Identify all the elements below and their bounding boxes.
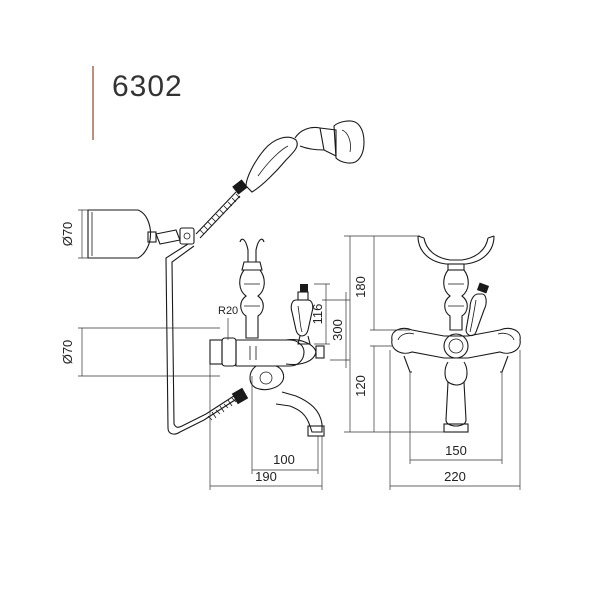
hand-shower-handle xyxy=(232,136,298,195)
label-spout-diameter: Ø70 xyxy=(60,340,75,365)
side-view: Ø70 Ø70 R20 116 300 xyxy=(60,120,365,490)
dim-cradle-height xyxy=(370,235,420,331)
label-front-width: 150 xyxy=(445,443,467,458)
lever-handle xyxy=(290,284,314,345)
model-number: 6302 xyxy=(112,70,183,103)
dim-handle-height xyxy=(314,283,330,345)
label-overall-height: 300 xyxy=(330,319,345,341)
dim-overall-width xyxy=(389,350,521,490)
label-cradle-height: 180 xyxy=(353,276,368,298)
front-cradle xyxy=(417,235,495,271)
lower-hose xyxy=(203,387,249,421)
dim-overall-height-front xyxy=(344,235,370,433)
spout xyxy=(249,365,325,437)
dim-lower-height xyxy=(370,345,444,433)
label-overall-width: 220 xyxy=(444,469,466,484)
dim-front-width xyxy=(409,372,503,464)
valve-body xyxy=(209,337,325,367)
upper-hose xyxy=(195,191,241,239)
front-riser xyxy=(443,269,469,331)
front-spout xyxy=(443,361,469,433)
front-lever xyxy=(465,282,490,337)
dim-spout-reach xyxy=(251,376,319,474)
dim-handshower-diameter xyxy=(78,209,88,259)
label-radius: R20 xyxy=(218,305,238,317)
label-handle-height: 116 xyxy=(310,304,325,325)
hand-shower-head xyxy=(294,120,365,164)
hose-tube xyxy=(165,243,207,435)
label-overall-depth: 190 xyxy=(255,469,277,484)
front-body xyxy=(391,327,521,373)
dim-spout-diameter xyxy=(78,327,220,377)
label-handshower-diameter: Ø70 xyxy=(60,222,75,247)
cradle-riser xyxy=(239,238,265,339)
dim-overall-depth xyxy=(209,364,323,490)
front-view: 180 120 150 220 xyxy=(344,235,521,490)
title-accent-bar xyxy=(92,66,94,140)
label-spout-reach: 100 xyxy=(273,452,295,467)
label-lower-height: 120 xyxy=(353,375,368,397)
dim-overall-height-side xyxy=(322,292,350,368)
